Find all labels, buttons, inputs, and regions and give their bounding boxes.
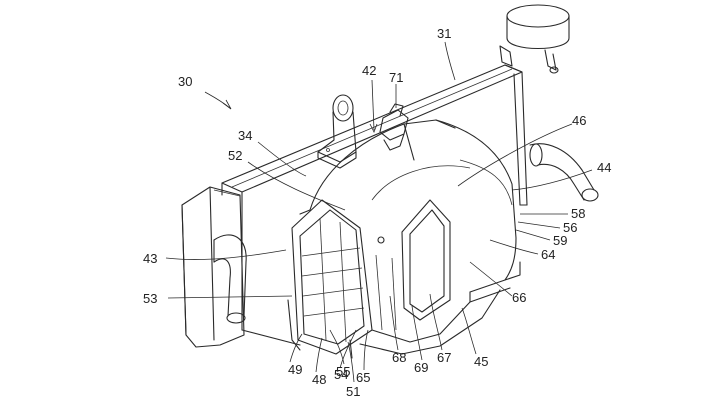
numeral-59: 59 (553, 233, 567, 248)
numeral-51: 51 (346, 384, 360, 399)
radiator-core (221, 64, 528, 346)
numeral-69: 69 (414, 360, 428, 375)
reference-numerals: 30 31 42 71 34 46 52 44 58 56 59 64 43 6… (143, 26, 611, 399)
louver-grille (287, 199, 373, 359)
numeral-64: 64 (541, 247, 555, 262)
numeral-54: 54 (334, 367, 348, 382)
numeral-66: 66 (512, 290, 526, 305)
numeral-46: 46 (572, 113, 586, 128)
numeral-71: 71 (389, 70, 403, 85)
numeral-65: 65 (356, 370, 370, 385)
mounting-bracket (317, 94, 357, 169)
numeral-42: 42 (362, 63, 376, 78)
numeral-34: 34 (238, 128, 252, 143)
numeral-67: 67 (437, 350, 451, 365)
deflector-plates (359, 199, 501, 355)
numeral-68: 68 (392, 350, 406, 365)
numeral-53: 53 (143, 291, 157, 306)
numeral-58: 58 (571, 206, 585, 221)
numeral-30: 30 (178, 74, 192, 89)
numeral-48: 48 (312, 372, 326, 387)
numeral-45: 45 (474, 354, 488, 369)
reservoir-tank (499, 4, 570, 74)
numeral-43: 43 (143, 251, 157, 266)
numeral-56: 56 (563, 220, 577, 235)
numeral-31: 31 (437, 26, 451, 41)
leader-lines (165, 41, 593, 383)
numeral-55: 55 (336, 364, 350, 379)
fastener-bolt (379, 103, 409, 151)
left-side-tank (181, 186, 245, 348)
numeral-52: 52 (228, 148, 242, 163)
numeral-44: 44 (597, 160, 611, 175)
numeral-49: 49 (288, 362, 302, 377)
left-hose (213, 234, 247, 324)
right-hose (529, 143, 599, 202)
